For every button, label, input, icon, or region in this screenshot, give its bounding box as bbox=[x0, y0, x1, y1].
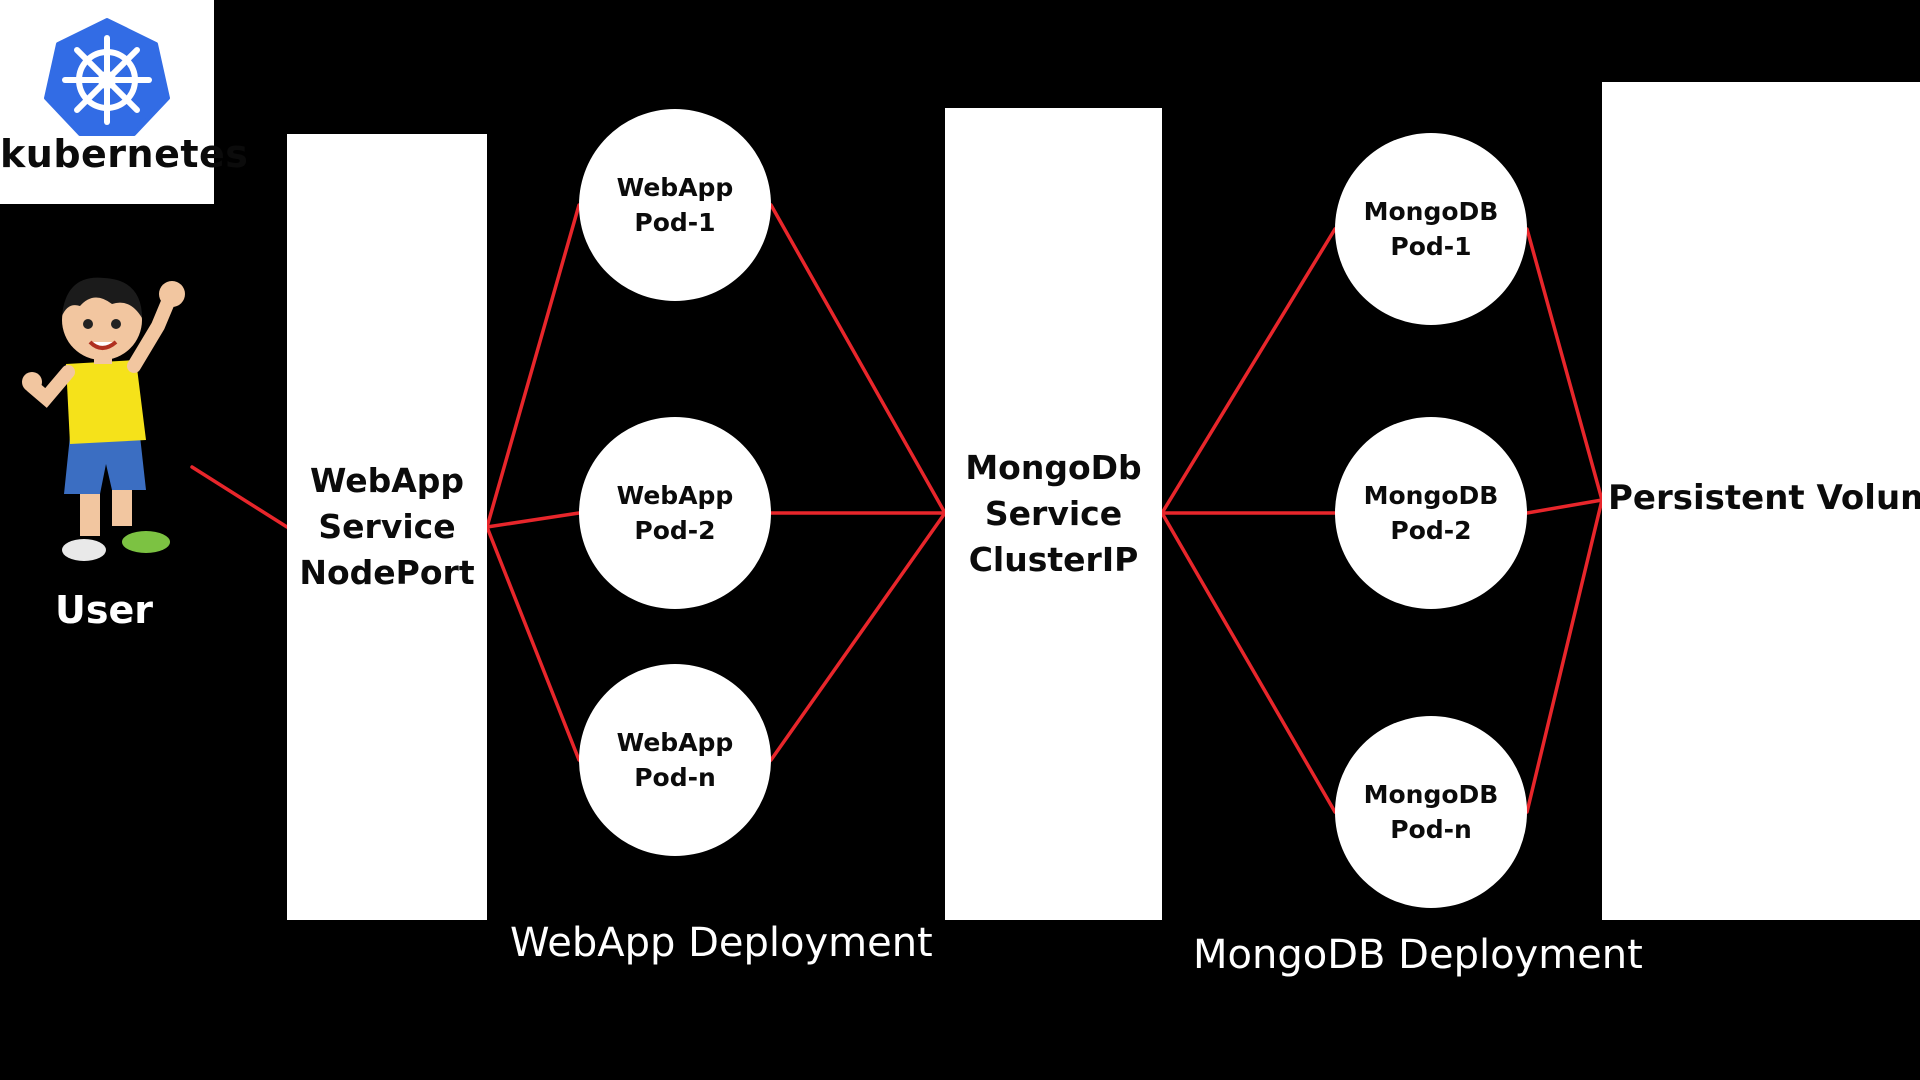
mongodb-pod-1-id: Pod-1 bbox=[1390, 232, 1472, 261]
mongodb-pod-1: MongoDB Pod-1 bbox=[1335, 133, 1527, 325]
mongodb-pod-2: MongoDB Pod-2 bbox=[1335, 417, 1527, 609]
webapp-pod-n: WebApp Pod-n bbox=[579, 664, 771, 856]
webapp-pod-1-id: Pod-1 bbox=[634, 208, 716, 237]
webapp-pod-1: WebApp Pod-1 bbox=[579, 109, 771, 301]
edge-webapp-service-to-pod-2 bbox=[485, 511, 581, 529]
mongodb-pod-2-id: Pod-2 bbox=[1390, 516, 1472, 545]
webapp-pod-n-id: Pod-n bbox=[634, 763, 716, 792]
mongo-service-line1: MongoDb bbox=[965, 448, 1142, 487]
mongo-service-line2: Service bbox=[984, 494, 1123, 533]
mongodb-pod-n-id: Pod-n bbox=[1390, 815, 1472, 844]
edge-mongo-pod-n-to-pv bbox=[1525, 498, 1604, 814]
edge-mongo-pod-2-to-pv bbox=[1525, 498, 1604, 515]
persistent-volume-label: Persistent Volume bbox=[1608, 478, 1920, 518]
kubernetes-logo: kubernetes bbox=[0, 0, 249, 204]
user-character-icon bbox=[22, 277, 185, 561]
mongodb-deployment-label: MongoDB Deployment bbox=[1193, 932, 1643, 978]
webapp-pod-2-title: WebApp bbox=[616, 481, 734, 510]
mongo-service-clusterip: MongoDb Service ClusterIP bbox=[945, 108, 1162, 920]
edge-webapp-service-to-pod-n bbox=[485, 525, 581, 762]
edge-mongo-service-to-mongo-pod-n bbox=[1160, 511, 1337, 814]
webapp-pod-n-title: WebApp bbox=[616, 728, 734, 757]
user-label: User bbox=[55, 588, 153, 632]
kubernetes-wordmark: kubernetes bbox=[0, 132, 249, 176]
edge-mongo-pod-1-to-pv bbox=[1525, 227, 1604, 502]
edge-mongo-service-to-mongo-pod-1 bbox=[1160, 227, 1337, 515]
mongo-service-line3: ClusterIP bbox=[968, 540, 1139, 579]
edge-pod-n-to-mongo-service bbox=[769, 511, 947, 762]
webapp-deployment-label: WebApp Deployment bbox=[510, 920, 933, 966]
mongodb-pod-n: MongoDB Pod-n bbox=[1335, 716, 1527, 908]
edge-webapp-service-to-pod-1 bbox=[485, 203, 581, 529]
mongodb-pod-2-title: MongoDB bbox=[1363, 481, 1499, 510]
webapp-service-line1: WebApp bbox=[309, 461, 464, 500]
webapp-pod-2: WebApp Pod-2 bbox=[579, 417, 771, 609]
mongodb-pod-n-title: MongoDB bbox=[1363, 780, 1499, 809]
webapp-service-line3: NodePort bbox=[299, 553, 475, 592]
webapp-service-nodeport: WebApp Service NodePort bbox=[287, 134, 487, 920]
edge-pod-1-to-mongo-service bbox=[769, 203, 947, 515]
webapp-service-line2: Service bbox=[318, 507, 456, 546]
webapp-pod-1-title: WebApp bbox=[616, 173, 734, 202]
kubernetes-helm-wheel-icon bbox=[44, 18, 170, 136]
persistent-volume-box bbox=[1602, 82, 1920, 920]
webapp-pod-2-id: Pod-2 bbox=[634, 516, 716, 545]
mongodb-pod-1-title: MongoDB bbox=[1363, 197, 1499, 226]
edge-user-to-webapp-service bbox=[190, 465, 289, 529]
